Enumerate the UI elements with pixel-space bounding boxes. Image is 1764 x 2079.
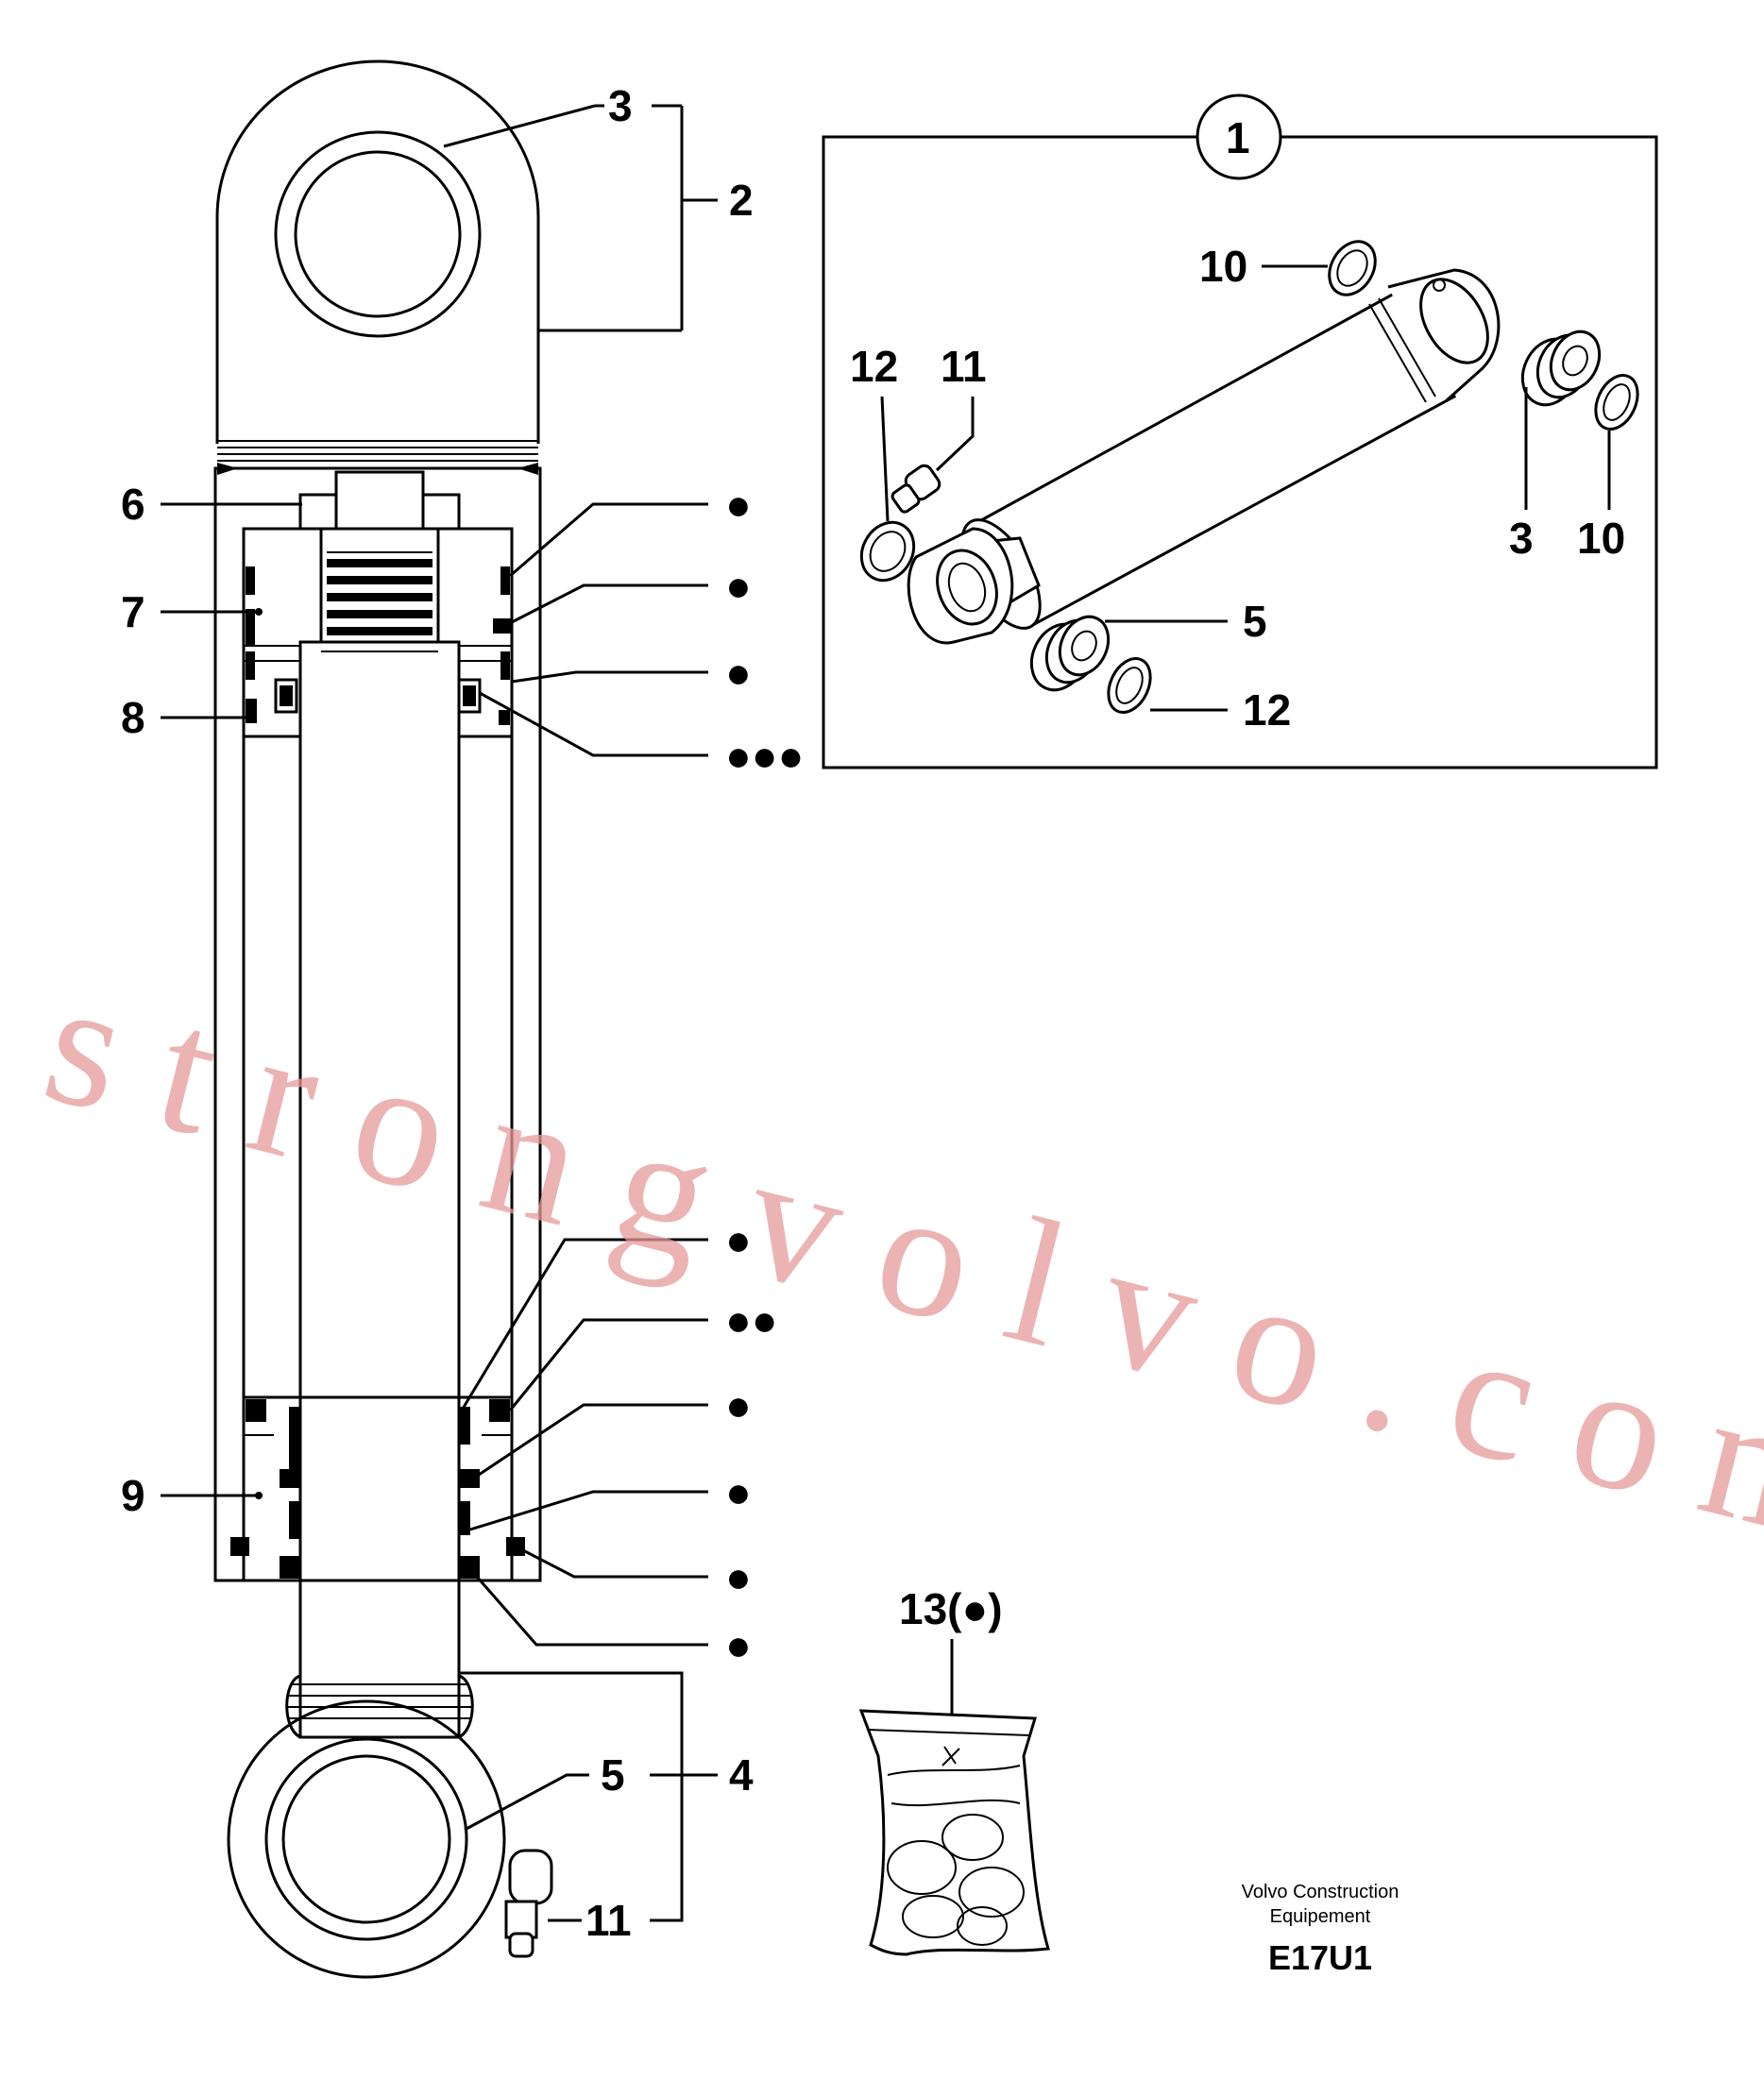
callout-2: 2 xyxy=(729,176,754,225)
dot-marker: ● xyxy=(725,1620,752,1669)
publisher-line-2: Equipement xyxy=(1270,1906,1371,1927)
dot-marker: ● xyxy=(725,1380,752,1429)
dot-marker: ● xyxy=(725,648,752,697)
dot-marker-double: ●● xyxy=(725,1295,778,1344)
callout-5-inset: 5 xyxy=(1243,597,1267,646)
seal-kit-bag xyxy=(858,1639,1050,1956)
dot-marker: ● xyxy=(725,1552,752,1601)
callout-7: 7 xyxy=(121,587,145,636)
callout-6: 6 xyxy=(121,480,145,529)
callout-13: 13(●) xyxy=(899,1584,1003,1633)
leader-lines xyxy=(161,104,718,1922)
callout-labels: 3 2 6 7 8 9 5 4 11 1 10 12 11 3 10 5 12 … xyxy=(121,81,1625,1945)
main-cylinder xyxy=(213,59,553,1979)
dot-markers: ● ● ● ●●● ● ●● ● ● ● ● xyxy=(725,480,804,1669)
callout-12-bottom: 12 xyxy=(1243,685,1291,735)
dot-marker: ● xyxy=(725,1467,752,1516)
callout-1: 1 xyxy=(1226,113,1250,162)
dot-marker: ● xyxy=(725,561,752,610)
publisher-line-1: Volvo Construction xyxy=(1242,1882,1399,1902)
callout-11-inset: 11 xyxy=(941,342,987,391)
dot-marker-triple: ●●● xyxy=(725,731,804,780)
callout-9: 9 xyxy=(121,1471,145,1520)
callout-11-bottom: 11 xyxy=(585,1896,632,1945)
callout-12-left: 12 xyxy=(850,342,898,391)
callout-5-bottom: 5 xyxy=(601,1750,625,1800)
footer: Volvo Construction Equipement E17U1 xyxy=(1242,1882,1399,1977)
dot-marker: ● xyxy=(725,480,752,529)
inset-assembly xyxy=(822,93,1658,769)
callout-8: 8 xyxy=(121,693,145,742)
callout-10-right: 10 xyxy=(1577,514,1625,563)
callout-10-top: 10 xyxy=(1199,242,1247,291)
dot-marker: ● xyxy=(725,1215,752,1264)
callout-4: 4 xyxy=(729,1750,754,1800)
callout-3-inset: 3 xyxy=(1509,514,1534,563)
diagram-code: E17U1 xyxy=(1268,1938,1372,1977)
callout-3-top: 3 xyxy=(608,81,633,130)
